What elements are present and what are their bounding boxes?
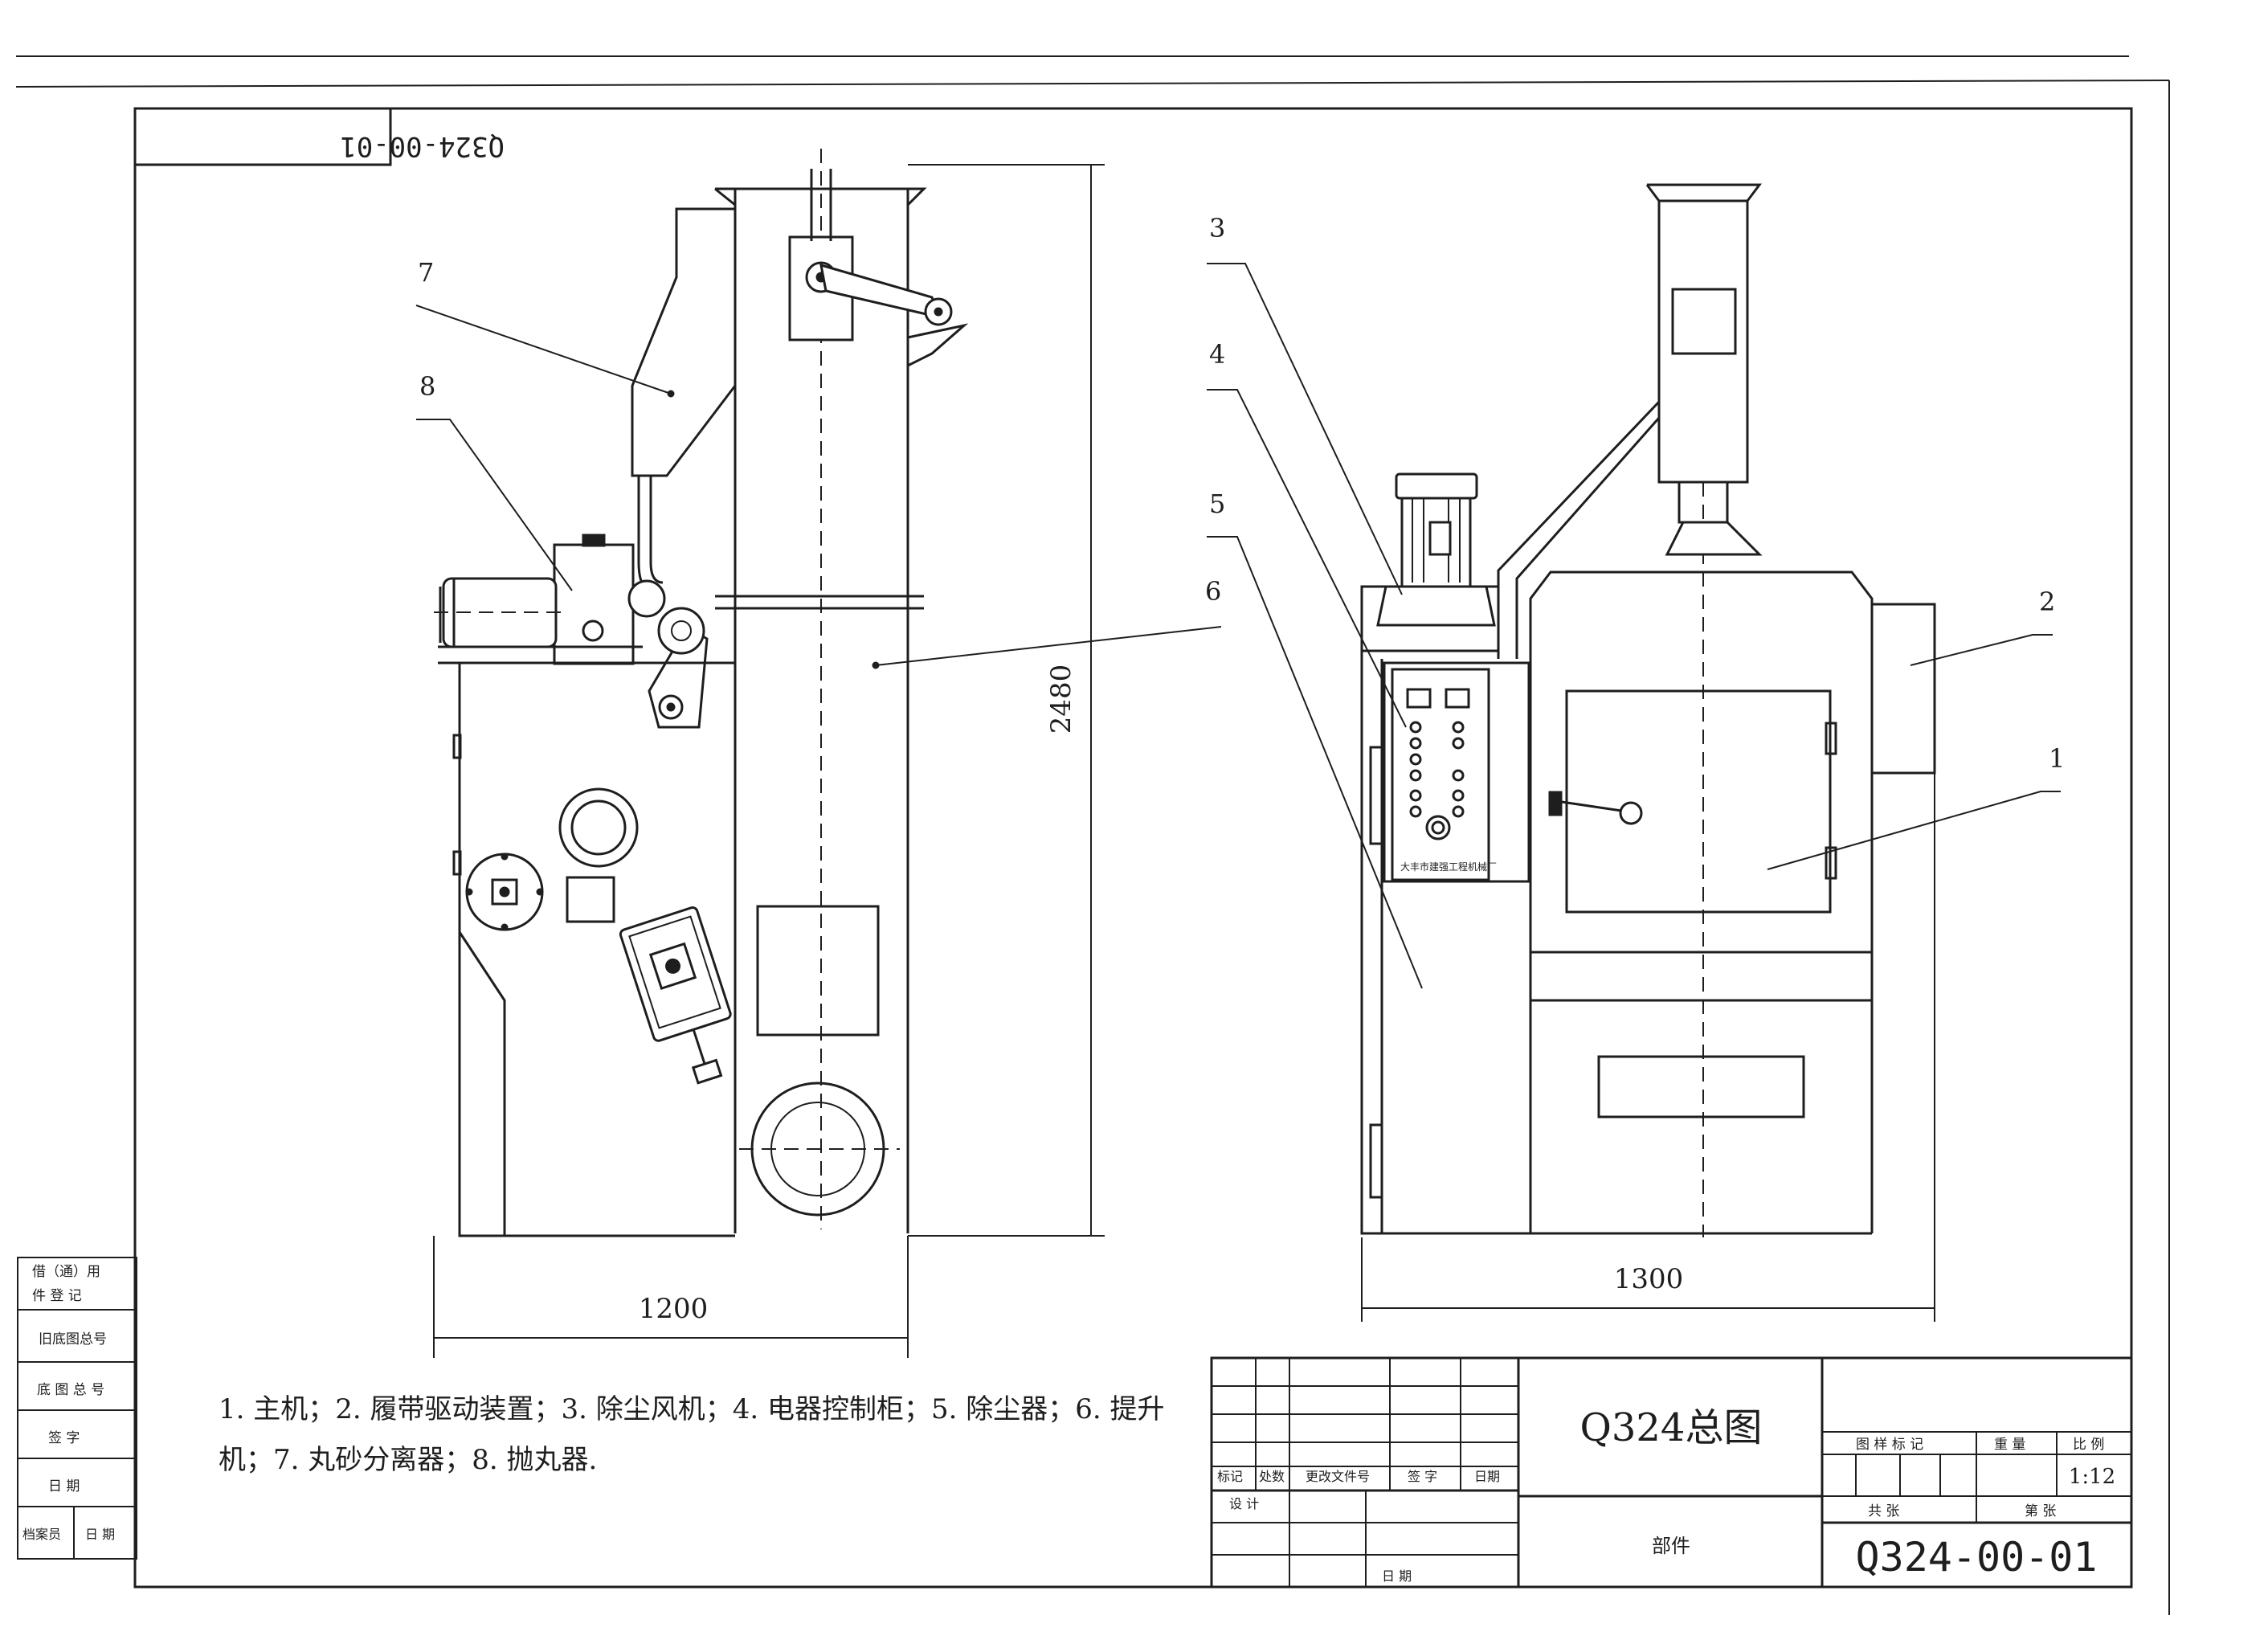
title-block: 标记 处数 更改文件号 签 字 日期 设 计 日 期 Q324总图 部件 图 样… [1210, 1356, 2133, 1589]
side-stamp-table: 借（通）用 件 登 记 旧底图总号 底 图 总 号 签 字 日 期 档案员 日 … [17, 1257, 137, 1560]
mirrored-drawing-code: Q324-00-01 [340, 130, 505, 162]
sheet-border [15, 55, 2170, 1615]
left-side-view [434, 149, 969, 1237]
rev-design: 设 计 [1229, 1496, 1259, 1511]
right-dimensions: 1300 [1361, 773, 1935, 1322]
stamp-date: 日 期 [48, 1478, 80, 1495]
dim-width-right: 1300 [1614, 1263, 1684, 1295]
drawing-code: Q324-00-01 [1855, 1534, 2097, 1581]
stamp-archivist: 档案员 [22, 1527, 61, 1542]
sample-mark-label: 图 样 标 记 [1856, 1437, 1923, 1453]
stamp-register: 件 登 记 [32, 1288, 82, 1304]
drawing-title: Q324总图 [1580, 1405, 1763, 1450]
stamp-date-2: 日 期 [85, 1527, 115, 1542]
rev-signature: 签 字 [1408, 1469, 1437, 1484]
legend-line-1: 1. 主机；2. 履带驱动装置；3. 除尘风机；4. 电器控制柜；5. 除尘器；… [219, 1393, 1164, 1425]
callout-2: 2 [2039, 587, 2055, 617]
callout-3: 3 [1209, 213, 1225, 243]
sheet-no-label: 第 张 [2025, 1503, 2056, 1519]
rev-mark: 标记 [1217, 1469, 1243, 1484]
scale-label: 比 例 [2073, 1437, 2104, 1453]
legend: 1. 主机；2. 履带驱动装置；3. 除尘风机；4. 电器控制柜；5. 除尘器；… [219, 1393, 1164, 1476]
right-front-view: 大丰市建强工程机械厂 [1360, 183, 1936, 1237]
callout-4: 4 [1209, 339, 1225, 370]
weight-label: 重 量 [1994, 1437, 2025, 1453]
control-panel-buttons [1409, 721, 1465, 840]
stamp-old-base-no: 旧底图总号 [39, 1331, 107, 1347]
callout-6: 6 [1205, 576, 1221, 607]
left-dimensions: 2480 1200 [433, 164, 1105, 1358]
callout-7: 7 [418, 257, 434, 288]
rev-doc-no: 更改文件号 [1306, 1469, 1370, 1484]
stamp-borrow: 借（通）用 [32, 1264, 100, 1280]
callout-1: 1 [2049, 743, 2065, 774]
callout-5: 5 [1209, 489, 1225, 519]
mirrored-code-box: Q324-00-01 [133, 107, 505, 166]
total-sheets-label: 共 张 [1868, 1503, 1899, 1519]
rev-date: 日期 [1474, 1469, 1500, 1484]
dim-height: 2480 [1045, 665, 1077, 734]
scale-value: 1:12 [2069, 1465, 2115, 1489]
left-callouts: 7 8 [415, 257, 1222, 669]
rev-date-2: 日 期 [1382, 1568, 1412, 1584]
callout-8: 8 [419, 371, 435, 402]
panel-nameplate: 大丰市建强工程机械厂 [1400, 861, 1497, 873]
legend-line-2: 机；7. 丸砂分离器；8. 抛丸器. [219, 1444, 597, 1476]
stamp-signature: 签 字 [48, 1430, 80, 1446]
part-label: 部件 [1652, 1535, 1690, 1557]
stamp-base-no: 底 图 总 号 [37, 1382, 104, 1398]
right-callouts: 3 4 5 6 2 1 [1205, 213, 2065, 989]
rev-count: 处数 [1259, 1469, 1285, 1484]
dim-width-left: 1200 [639, 1293, 709, 1325]
